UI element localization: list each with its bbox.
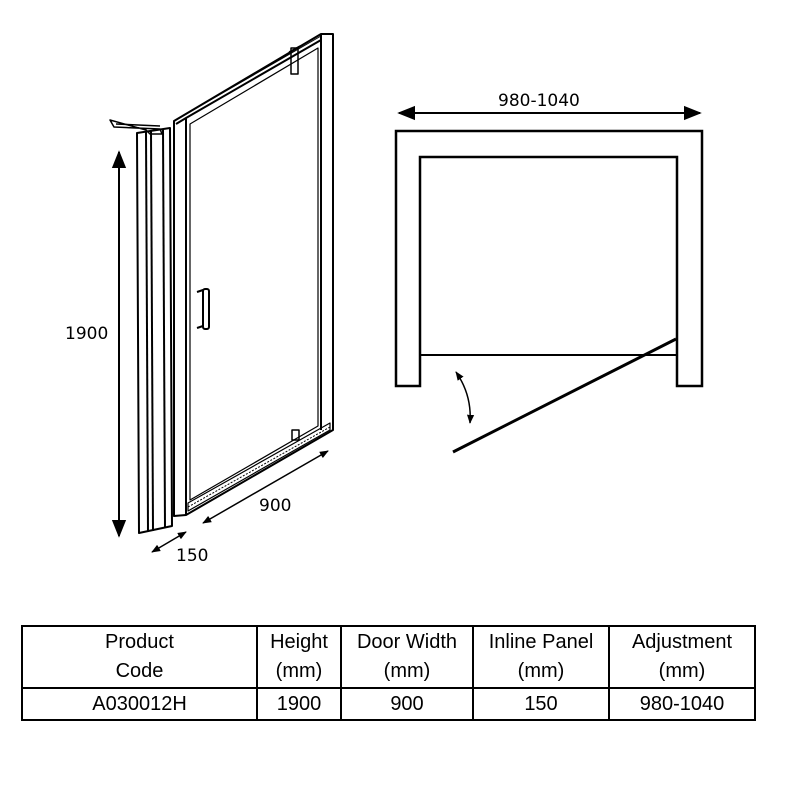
header-text: (mm) [517,660,565,682]
table-header-row: Product Code Height (mm) Door Width (mm)… [21,625,756,689]
cell-product-code: A030012H [21,687,258,721]
inline-panel-shape [136,127,173,534]
door-elevation-drawing [109,33,334,534]
door-frame-shape [173,33,334,517]
header-door-width: Door Width (mm) [340,625,474,689]
plan-view-drawing [394,129,704,454]
door-width-dimension-arrow [202,450,329,524]
door-width-dimension-label: 900 [259,496,291,516]
cell-door-width: 900 [340,687,474,721]
table-row: A030012H 1900 900 150 980-1040 [21,687,756,721]
header-text: Height [270,631,328,653]
wall-bracket-icon [109,119,163,135]
header-text: (mm) [383,660,431,682]
header-adjustment: Adjustment (mm) [608,625,756,689]
header-text: Code [115,660,164,682]
shower-door-diagram: 1900 900 150 980-1040 [65,33,704,566]
inline-panel-dimension-label: 150 [176,546,208,566]
header-text: Door Width [356,631,458,653]
header-text: (mm) [275,660,323,682]
product-spec-table: Product Code Height (mm) Door Width (mm)… [21,625,756,721]
door-handle-icon [196,288,210,330]
header-text: Adjustment [631,631,733,653]
inline-panel-dimension-arrow [151,531,187,553]
enclosure-outline-shape [394,129,704,388]
adjustment-dimension-label: 980-1040 [498,91,580,111]
open-door-line [452,337,677,454]
height-dimension-label: 1900 [65,324,108,344]
cell-height: 1900 [256,687,342,721]
header-product-code: Product Code [21,625,258,689]
header-text: Product [105,631,174,653]
header-inline-panel: Inline Panel (mm) [472,625,610,689]
header-text: Inline Panel [488,631,594,653]
header-text: (mm) [658,660,706,682]
cell-inline-panel: 150 [472,687,610,721]
swing-arc-arrow [455,371,475,424]
header-height: Height (mm) [256,625,342,689]
cell-adjustment: 980-1040 [608,687,756,721]
